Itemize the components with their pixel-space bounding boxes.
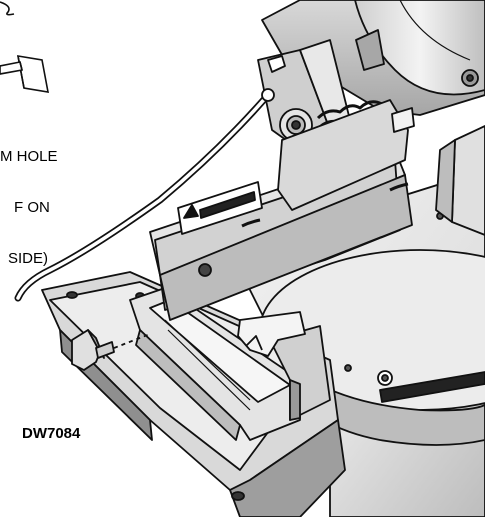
thumbscrew-knob bbox=[71, 329, 151, 371]
blade-guard bbox=[257, 0, 485, 211]
warning-label bbox=[177, 181, 263, 235]
model-label: DW7084 bbox=[22, 425, 81, 442]
clip-detail-icon bbox=[0, 1, 49, 93]
dust-chute-assembly bbox=[129, 287, 331, 441]
power-cord bbox=[14, 88, 275, 302]
callout-line-3: SIDE) bbox=[8, 250, 49, 267]
callout-text: M HOLE F ON SIDE) bbox=[0, 114, 58, 284]
callout-line-2: F ON bbox=[14, 199, 50, 216]
callout-line-1: M HOLE bbox=[0, 148, 58, 165]
